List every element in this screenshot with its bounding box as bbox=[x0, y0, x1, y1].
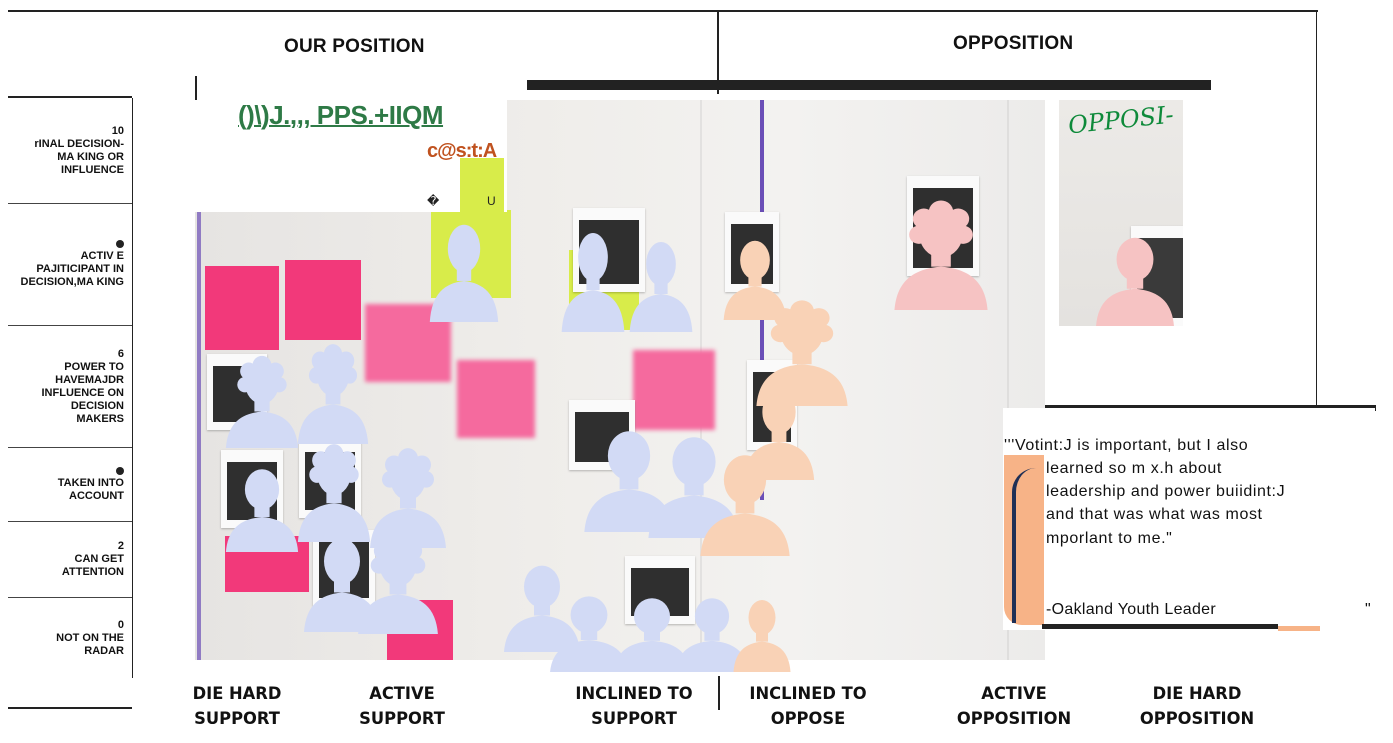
sticky-note bbox=[460, 158, 504, 212]
bottom-divider bbox=[718, 676, 720, 710]
person-silhouette-icon bbox=[582, 420, 676, 532]
right-border bbox=[1316, 10, 1317, 405]
category-active-opposition: ACTIVE OPPOSITION bbox=[956, 684, 1072, 729]
quote-underline-accent bbox=[1278, 626, 1320, 631]
person-silhouette-icon bbox=[224, 460, 300, 552]
header-bottom-left bbox=[8, 96, 132, 98]
opposition-heading: OPPOSITION bbox=[953, 33, 1074, 54]
person-silhouette-icon bbox=[698, 444, 792, 556]
power-label: CAN GET ATTENTION bbox=[61, 553, 124, 578]
bullet-dot-icon bbox=[116, 466, 124, 475]
power-value: 10 bbox=[111, 124, 124, 137]
garbled-title: ()\)J.,,, PPS.+IIQM bbox=[238, 100, 444, 130]
power-scale-right-edge bbox=[132, 98, 133, 678]
category-die-hard-support: DIE HARD SUPPORT bbox=[192, 684, 282, 729]
power-value: 0 bbox=[117, 618, 124, 631]
quote-line-5: mporlant to me." bbox=[1046, 530, 1173, 547]
power-label: ACTIV E PAJITICIPANT IN DECISION,MA KING bbox=[20, 250, 125, 288]
quote-trailing-mark: " bbox=[1365, 601, 1372, 618]
power-label: NOT ON THE RADAR bbox=[56, 631, 124, 657]
category-inclined-to-support: INCLINED TO SUPPORT bbox=[575, 684, 693, 729]
person-silhouette-icon bbox=[356, 530, 440, 634]
person-silhouette-icon bbox=[368, 444, 448, 548]
quote-line-1: '''Votint:J is important, but I also bbox=[1004, 437, 1249, 454]
person-silhouette-icon bbox=[612, 590, 692, 672]
top-border-left bbox=[8, 10, 718, 12]
person-silhouette-icon bbox=[296, 440, 372, 542]
power-level-0: 0 NOT ON THE RADAR bbox=[8, 598, 132, 678]
power-level-4: TAKEN INTO ACCOUNT bbox=[8, 448, 132, 522]
power-label: TAKEN INTO ACCOUNT bbox=[57, 476, 124, 502]
person-silhouette-icon bbox=[722, 232, 788, 320]
person-silhouette-icon bbox=[892, 196, 990, 310]
marker-line bbox=[197, 200, 201, 660]
bullet-dot-icon bbox=[116, 240, 124, 248]
person-silhouette-icon bbox=[548, 588, 630, 672]
person-silhouette-icon bbox=[296, 340, 370, 444]
power-level-10: 10 rINAL DECISION-MA KING OR INFLUENCE bbox=[8, 98, 132, 204]
person-silhouette-icon bbox=[224, 352, 300, 448]
category-inclined-to-oppose: INCLINED TO OPPOSE bbox=[749, 684, 867, 729]
quote-accent-curve bbox=[1012, 468, 1042, 623]
power-level-8: ACTIV E PAJITICIPANT IN DECISION,MA KING bbox=[8, 204, 132, 326]
power-label: POWER TO HAVEMAJDR INFLUENCE ON DECISION… bbox=[41, 360, 125, 425]
person-silhouette-icon bbox=[1094, 228, 1176, 326]
quote-attribution: -Oakland Youth Leader bbox=[1046, 601, 1216, 618]
quote-line-4: and that was what was most bbox=[1046, 506, 1263, 523]
title-cover-panel bbox=[195, 100, 507, 212]
quote-panel bbox=[1003, 408, 1375, 630]
paper-seam bbox=[1007, 100, 1009, 660]
sticky-note bbox=[633, 350, 715, 430]
power-label: rINAL DECISION-MA KING OR INFLUENCE bbox=[34, 137, 124, 176]
category-active-support: ACTIVE SUPPORT bbox=[359, 684, 445, 729]
our-position-heading: OUR POSITION bbox=[284, 36, 425, 57]
sticky-note bbox=[457, 360, 535, 438]
category-die-hard-opposition: DIE HARD OPPOSITION bbox=[1139, 684, 1255, 729]
power-value: 6 bbox=[117, 347, 124, 360]
garbled-subtitle: c@s:t:A bbox=[427, 140, 497, 162]
quote-line-3: leadership and power buiidint:J bbox=[1046, 483, 1286, 500]
quote-line-2: learned so m x.h about bbox=[1046, 460, 1222, 477]
person-silhouette-icon bbox=[502, 556, 582, 652]
sticky-note bbox=[285, 260, 361, 340]
garbled-glyph: U bbox=[487, 194, 496, 208]
power-level-6: 6 POWER TO HAVEMAJDR INFLUENCE ON DECISI… bbox=[8, 326, 132, 448]
top-border-right bbox=[718, 10, 1318, 12]
person-silhouette-icon bbox=[732, 592, 792, 672]
person-silhouette-icon bbox=[560, 222, 626, 332]
person-silhouette-icon bbox=[628, 232, 694, 332]
garbled-glyph: � bbox=[427, 194, 440, 208]
person-silhouette-icon bbox=[674, 590, 750, 672]
opposition-thick-bar bbox=[527, 80, 1211, 90]
person-silhouette-icon bbox=[428, 214, 500, 322]
sticky-note bbox=[205, 266, 279, 350]
power-level-2: 2 CAN GET ATTENTION bbox=[8, 522, 132, 598]
bottom-border bbox=[8, 707, 132, 709]
power-value: 2 bbox=[117, 540, 124, 552]
quote-underline bbox=[1042, 624, 1278, 629]
header-divider bbox=[717, 10, 719, 94]
